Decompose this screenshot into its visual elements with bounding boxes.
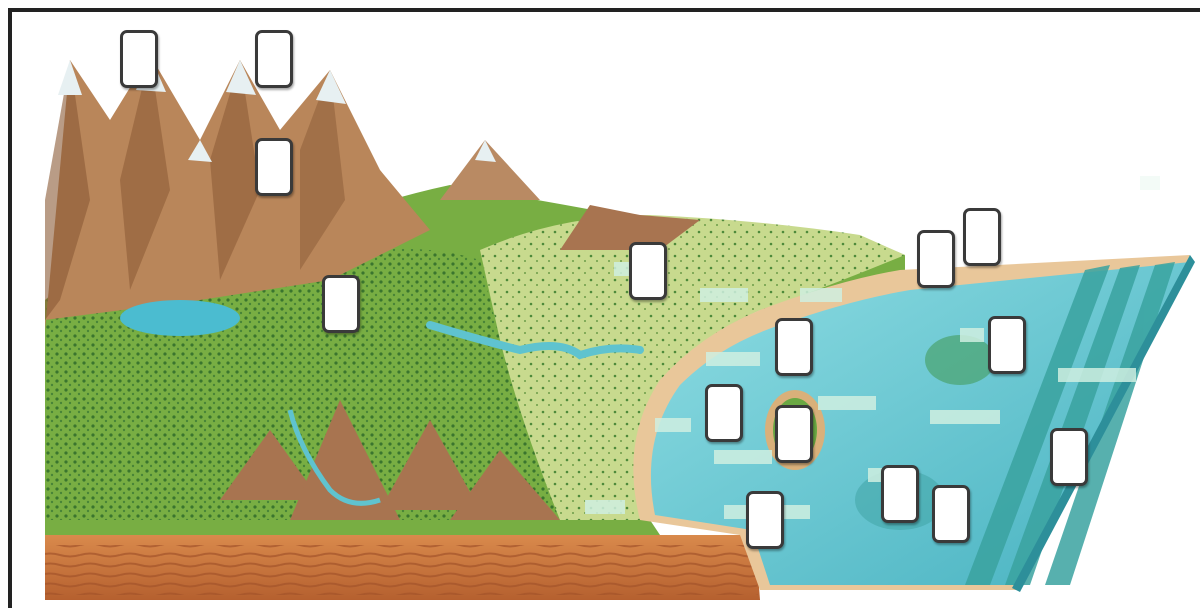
hint-bar bbox=[818, 396, 876, 410]
hint-bar bbox=[714, 450, 772, 464]
label-box-mountain-slope[interactable] bbox=[255, 138, 293, 196]
sea-edge bbox=[1012, 255, 1195, 592]
label-box-cape[interactable] bbox=[917, 230, 955, 288]
continental-shelf bbox=[965, 262, 1175, 585]
label-box-gulf[interactable] bbox=[705, 384, 743, 442]
label-box-bay[interactable] bbox=[775, 318, 813, 376]
label-box-peninsula[interactable] bbox=[963, 208, 1001, 266]
label-box-mountain-peak-right[interactable] bbox=[255, 30, 293, 88]
hint-bar bbox=[960, 328, 984, 342]
label-box-lagoon[interactable] bbox=[746, 491, 784, 549]
atoll bbox=[925, 335, 995, 385]
mountain-lake bbox=[120, 300, 240, 336]
hint-bar bbox=[1140, 176, 1160, 190]
hint-bar bbox=[800, 288, 842, 302]
label-box-mountain-peak-left[interactable] bbox=[120, 30, 158, 88]
hint-bar bbox=[1058, 368, 1136, 382]
stream bbox=[287, 409, 381, 506]
label-box-continental-shelf[interactable] bbox=[1050, 428, 1088, 486]
label-box-island[interactable] bbox=[775, 405, 813, 463]
lower-hills bbox=[220, 205, 700, 520]
mountain-range bbox=[45, 55, 540, 330]
label-box-atoll[interactable] bbox=[988, 316, 1026, 374]
hint-bar bbox=[655, 418, 691, 432]
plain-texture bbox=[480, 215, 905, 520]
hint-bar bbox=[706, 352, 760, 366]
label-box-reef[interactable] bbox=[881, 465, 919, 523]
distant-peak bbox=[440, 140, 540, 200]
label-box-valley[interactable] bbox=[322, 275, 360, 333]
label-box-sea[interactable] bbox=[932, 485, 970, 543]
label-box-plain[interactable] bbox=[629, 242, 667, 300]
hint-bar bbox=[585, 500, 625, 514]
river bbox=[426, 321, 644, 360]
soil-strata bbox=[45, 545, 758, 595]
hint-bar bbox=[930, 410, 1000, 424]
hint-bar bbox=[700, 288, 748, 302]
